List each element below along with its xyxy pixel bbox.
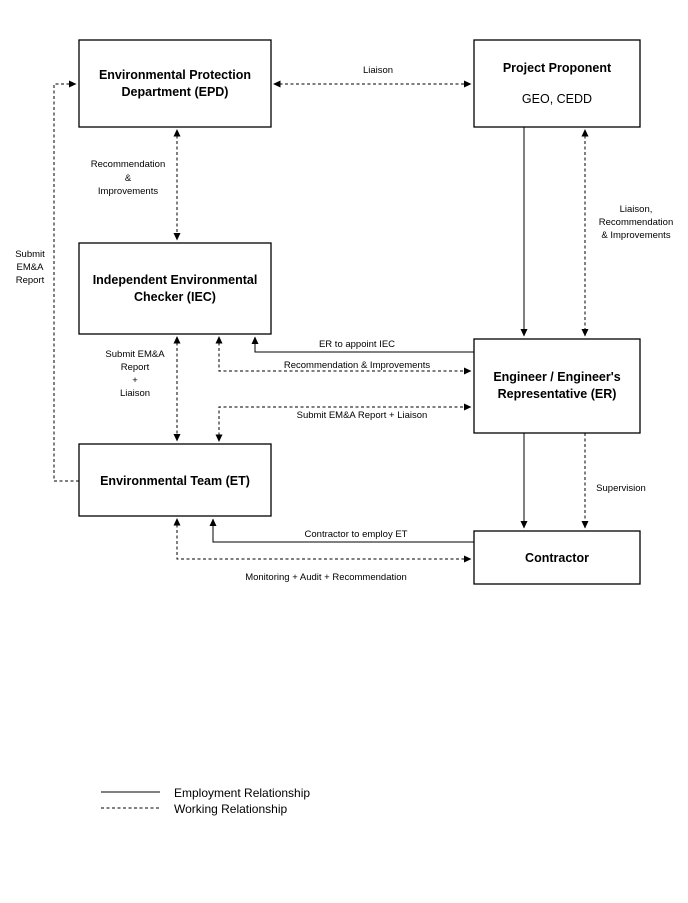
svg-text:Liaison: Liaison [120,388,150,399]
svg-text:Improvements: Improvements [98,186,158,197]
svg-text:Report: Report [121,362,150,373]
svg-text:&: & [125,173,132,184]
er-title-line1: Engineer / Engineer's [493,370,620,384]
iec-et-label: Submit EM&A Report + Liaison [105,349,165,399]
et-node: Environmental Team (ET) [78,443,272,517]
er-node: Engineer / Engineer's Representative (ER… [473,338,641,434]
et-contractor-monitoring-label: Monitoring + Audit + Recommendation [245,572,407,583]
et-title: Environmental Team (ET) [100,474,250,488]
epd-title-line1: Environmental Protection [99,68,251,82]
er-title-line2: Representative (ER) [498,387,617,401]
iec-title-line2: Checker (IEC) [134,290,216,304]
legend: Employment Relationship Working Relation… [101,786,310,816]
svg-text:+: + [132,375,138,386]
et-er-report-connector [215,403,472,442]
et-epd-report-label: Submit EM&A Report [15,249,45,286]
er-iec-appoint-label: ER to appoint IEC [319,339,395,350]
svg-text:Report: Report [16,275,45,286]
er-contractor-supervision-label: Supervision [596,483,646,494]
project-proponent-subtitle: GEO, CEDD [522,92,592,106]
legend-employment-label: Employment Relationship [174,786,310,800]
project-proponent-node: Project Proponent GEO, CEDD [473,39,641,128]
svg-text:EM&A: EM&A [17,262,45,273]
svg-text:Recommendation: Recommendation [91,159,165,170]
iec-node: Independent Environmental Checker (IEC) [78,242,272,335]
svg-text:Submit EM&A: Submit EM&A [105,349,165,360]
svg-text:Recommendation: Recommendation [599,217,673,228]
iec-er-recommendation-connector [215,336,472,375]
contractor-et-employ-label: Contractor to employ ET [305,529,408,540]
iec-er-recommendation-label: Recommendation & Improvements [284,360,431,371]
svg-text:Liaison,: Liaison, [620,204,653,215]
project-proponent-title: Project Proponent [503,61,612,75]
contractor-title: Contractor [525,551,589,565]
contractor-node: Contractor [473,530,641,585]
et-contractor-monitoring-connector [173,518,472,563]
pp-er-liaison-label: Liaison, Recommendation & Improvements [599,204,673,241]
et-er-report-label: Submit EM&A Report + Liaison [297,410,428,421]
svg-text:& Improvements: & Improvements [601,230,670,241]
epd-title-line2: Department (EPD) [122,85,229,99]
epd-pp-liaison-label: Liaison [363,65,393,76]
svg-text:Submit: Submit [15,249,45,260]
epd-iec-label: Recommendation & Improvements [91,159,165,197]
et-epd-report-connector [53,80,79,482]
iec-title-line1: Independent Environmental [93,273,258,287]
epd-node: Environmental Protection Department (EPD… [78,39,272,128]
legend-working-label: Working Relationship [174,802,287,816]
